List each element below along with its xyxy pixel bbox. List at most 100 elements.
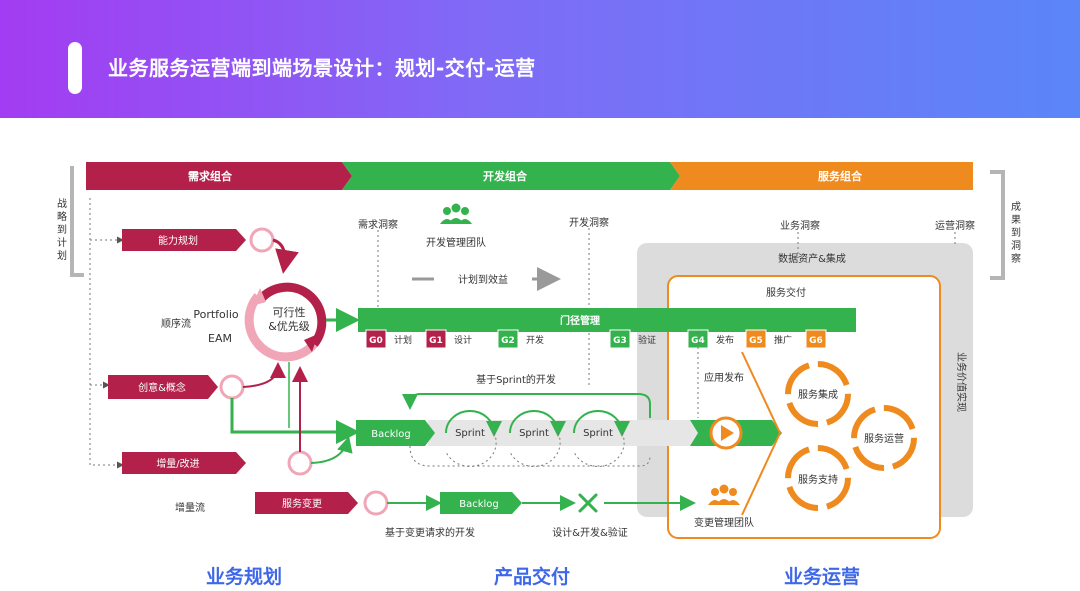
idea-to-backlog-arrow — [230, 398, 360, 444]
phase-demand — [86, 162, 352, 190]
gate-label: 发布 — [716, 334, 734, 346]
change-dev-label: 基于变更请求的开发 — [385, 526, 475, 539]
sprint-return-dashed — [409, 445, 651, 467]
sprint-label: Sprint — [455, 428, 485, 439]
idea-box — [108, 375, 218, 399]
insight-ops: 运营洞察 — [935, 219, 975, 232]
gate-code: G0 — [369, 336, 383, 346]
service-operation-label: 服务运营 — [864, 432, 904, 445]
sprint-label: Sprint — [519, 428, 549, 439]
gate-label: 开发 — [526, 334, 544, 346]
sprint-arc — [509, 410, 566, 437]
phase-dev — [342, 162, 680, 190]
service-change-box — [255, 492, 358, 514]
change-team-icon — [708, 484, 740, 505]
increment-to-backlog-arrow — [310, 436, 353, 464]
gate-g0 — [365, 329, 387, 349]
header-accent-bar — [68, 42, 82, 94]
app-release-label: 应用发布 — [704, 371, 744, 384]
sprint-loop-arrow — [402, 393, 651, 418]
portfolio-label: Portfolio — [193, 308, 239, 321]
design-dev-verify-label: 设计&开发&验证 — [552, 526, 628, 539]
increment-label: 增量/改进 — [156, 457, 199, 470]
backlog2-label: Backlog — [459, 499, 499, 510]
gate-g5 — [745, 329, 767, 349]
header-banner: 业务服务运营端到端场景设计：规划-交付-运营 — [0, 0, 1080, 118]
gate-g6 — [805, 329, 827, 349]
ops-cycle-ring — [785, 445, 851, 511]
capability-node — [249, 227, 275, 253]
tools-icon — [578, 493, 598, 513]
ops-cycle-ring — [785, 361, 851, 427]
gate-label: 计划 — [394, 334, 412, 346]
increment-flow-label: 增量流 — [175, 501, 205, 514]
insight-demand: 需求洞察 — [358, 218, 398, 231]
dev-team-label: 开发管理团队 — [426, 236, 486, 249]
gate-label: 设计 — [454, 334, 472, 346]
priority-cycle-dark — [256, 282, 327, 347]
service-delivery-label: 服务交付 — [766, 286, 806, 299]
bottom-label-planning: 业务规划 — [205, 566, 282, 588]
gate-label: 推广 — [774, 334, 792, 346]
gate-code: G2 — [501, 336, 515, 346]
backlog2-box — [440, 492, 522, 514]
gate-bar-label: 门径管理 — [560, 314, 600, 327]
gate-g3 — [609, 329, 631, 349]
sprint-lane — [428, 420, 778, 446]
gate-label: 验证 — [638, 334, 656, 346]
idea-label: 创意&概念 — [138, 381, 186, 394]
gate-code: G1 — [429, 336, 443, 346]
bottom-label-operations: 业务运营 — [783, 566, 860, 588]
data-assets-label: 数据资产&集成 — [778, 252, 846, 265]
service-change-node — [363, 490, 389, 516]
backlog-box — [356, 420, 435, 446]
value-stream-label: 业务价值实现 — [955, 352, 968, 412]
ops-funnel — [741, 351, 782, 516]
feasibility-label: 可行性 — [273, 305, 306, 319]
gate-bar — [358, 308, 856, 332]
gate-g1 — [425, 329, 447, 349]
capability-planning-box — [122, 229, 246, 251]
idea-node — [219, 374, 245, 400]
priority-label: &优先级 — [268, 320, 310, 333]
capability-planning-label: 能力规划 — [158, 234, 198, 247]
sprint-dev-label: 基于Sprint的开发 — [476, 373, 556, 386]
gate-code: G3 — [613, 336, 627, 346]
phase-label-dev: 开发组合 — [483, 169, 528, 183]
sprint-arc — [445, 410, 502, 437]
priority-cycle-light — [244, 293, 318, 362]
sprint-arc-return — [445, 432, 497, 467]
eam-label: EAM — [208, 332, 232, 345]
sprint-list: Sprint Sprint Sprint — [445, 410, 630, 467]
plan-to-result-label: 计划到效益 — [458, 273, 508, 286]
right-bracket — [990, 170, 1005, 280]
sprint-arc-return — [509, 432, 561, 467]
ops-cycle-ring — [851, 405, 917, 471]
left-side-label: 战略到计划 — [57, 198, 67, 262]
left-bracket — [70, 166, 84, 277]
service-integration-label: 服务集成 — [798, 388, 838, 401]
sprint-label: Sprint — [583, 428, 613, 439]
gate-code: G5 — [749, 336, 763, 346]
phase-label-demand: 需求组合 — [188, 169, 233, 183]
gate-code: G6 — [809, 336, 823, 346]
team-icon — [440, 203, 472, 224]
sequence-flow-label: 顺序流 — [161, 317, 191, 330]
insight-dev: 开发洞察 — [569, 216, 609, 229]
right-side-label: 成果到洞察 — [1011, 201, 1021, 265]
sprint-arc-return — [573, 432, 625, 467]
ops-cycle-group — [785, 361, 917, 511]
phase-label-service: 服务组合 — [818, 169, 863, 183]
change-team-label: 变更管理团队 — [694, 516, 754, 529]
insight-business: 业务洞察 — [780, 219, 820, 232]
increment-node — [287, 450, 313, 476]
bottom-label-delivery: 产品交付 — [493, 566, 570, 588]
gate-g2 — [497, 329, 519, 349]
capability-to-cycle-arrow — [272, 238, 299, 274]
service-support-label: 服务支持 — [798, 473, 838, 486]
idea-to-cycle-arrow — [242, 362, 286, 388]
backlog-label: Backlog — [371, 429, 411, 440]
sprint-arc — [573, 410, 630, 437]
